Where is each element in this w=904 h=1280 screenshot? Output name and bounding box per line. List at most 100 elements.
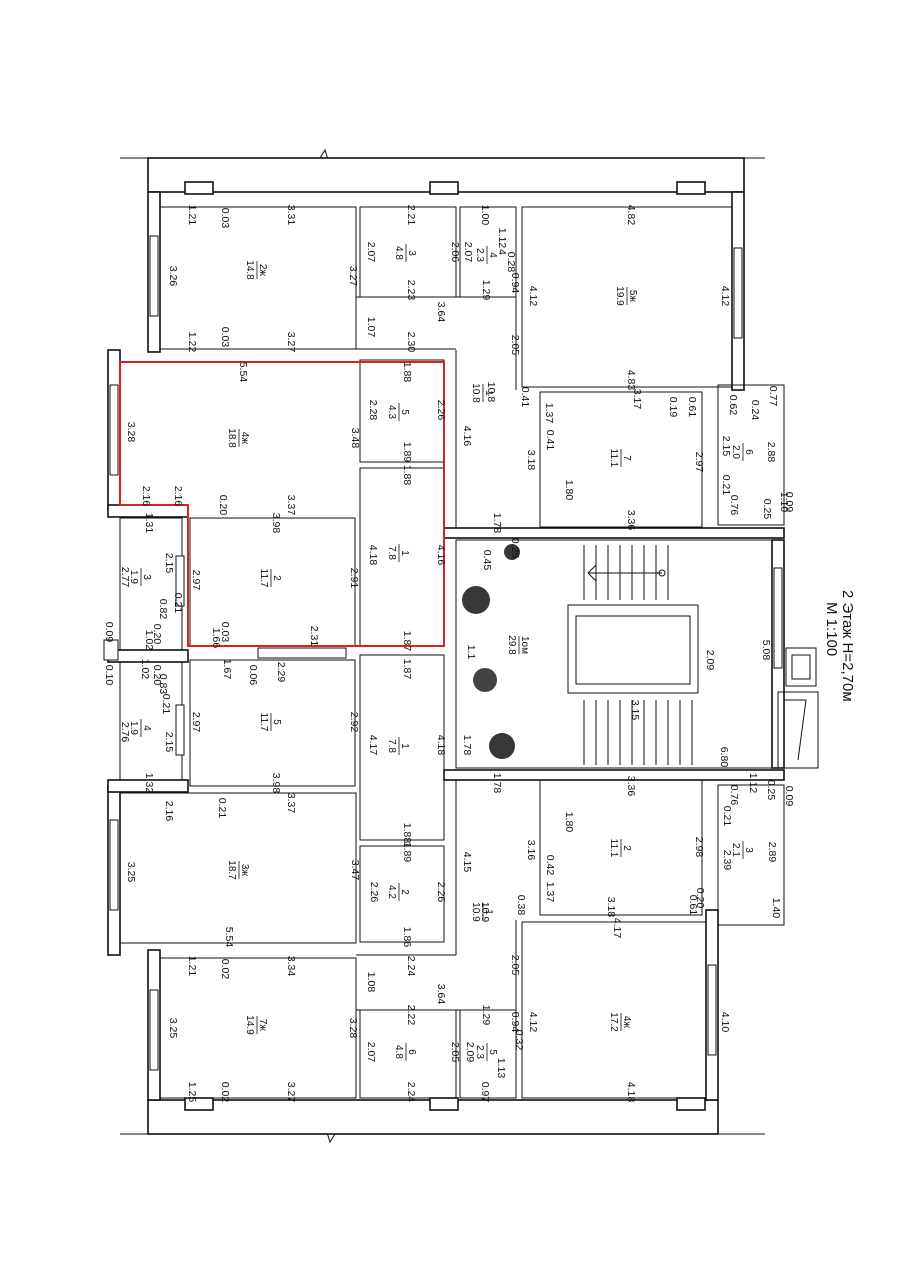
dimension-label: 0.09 — [783, 492, 795, 513]
room-name: 6 — [743, 449, 754, 455]
dimension-label: 4.12 — [719, 286, 731, 307]
dimension-label: 2.26 — [368, 882, 380, 903]
dimension-label: 1.10 — [778, 492, 790, 513]
dimension-label: 1.07 — [365, 317, 377, 338]
dimension-label: 0.28 — [505, 252, 517, 273]
dimension-label: 2.26 — [435, 882, 447, 903]
dimension-label: 2.29 — [275, 662, 287, 683]
dimension-label: 1.67 — [221, 659, 233, 680]
dimension-label: 0.77 — [767, 386, 779, 407]
dimension-label: 0.20 — [217, 495, 229, 516]
room-label: 54.3 — [386, 403, 410, 421]
room-label: 711.1 — [608, 449, 632, 468]
room-label: 64.8 — [393, 1043, 417, 1061]
dimension-label: 1.78 — [491, 773, 503, 794]
dimension-label: 0.24 — [749, 400, 761, 421]
room-label: 211.7 — [258, 569, 282, 588]
dimension-label: 0.09 — [783, 786, 795, 807]
room-label: 62.0 — [730, 443, 754, 461]
dimension-label: 0.32 — [513, 1030, 525, 1051]
dimension-label: 2.97 — [693, 452, 705, 473]
dimension-label: 1.12 — [496, 228, 508, 249]
room-area: 4.3 — [386, 405, 397, 419]
dimension-label: 0.03 — [219, 327, 231, 348]
dimension-label: 1.40 — [770, 898, 782, 919]
dimension-label: 0.19 — [667, 397, 679, 418]
dimension-label: 0.76 — [728, 495, 740, 516]
dimension-label: 2.05 — [509, 955, 521, 976]
dimension-label: 4.17 — [611, 918, 623, 939]
room-name: 1ом — [519, 636, 530, 654]
dimension-label: 1.08 — [365, 972, 377, 993]
dimension-label: 2.15 — [163, 553, 175, 574]
dimension-label: 0.21 — [172, 593, 184, 614]
dimension-label: 1.66 — [210, 628, 222, 649]
dimension-label: 1.88 — [401, 362, 413, 383]
dimension-label: 1.32 — [143, 773, 155, 794]
dimension-label: 4.16 — [461, 426, 473, 447]
dimension-label: 5.08 — [760, 640, 772, 661]
room-area: 17.2 — [608, 1012, 619, 1032]
dimension-label: 0.82 — [157, 599, 169, 620]
dimension-label: 2.06 — [449, 242, 461, 263]
room-name: 3 — [141, 574, 152, 580]
room-area: 2.3 — [474, 1045, 485, 1059]
room-label: 211.1 — [608, 839, 632, 858]
dimension-label: 2.92 — [348, 712, 360, 733]
room-area: 11.1 — [608, 449, 619, 468]
stair-steps-bottom — [583, 700, 693, 765]
room-name: 4ж — [239, 432, 250, 445]
dimension-label: 2.76 — [119, 722, 131, 743]
dimension-label: 2.88 — [765, 442, 777, 463]
dimension-label: 3.47 — [349, 860, 361, 881]
room-area: 4.8 — [393, 246, 404, 260]
dimension-label: 4.15 — [461, 852, 473, 873]
dimension-label: 1.12 — [747, 773, 759, 794]
dimension-label: 1.89 — [401, 442, 413, 463]
dimension-label: 2.98 — [693, 837, 705, 858]
room-area: 11.7 — [258, 713, 269, 732]
dimension-label: 1.25 — [186, 1082, 198, 1103]
room-name: 5ж — [627, 290, 638, 303]
dimension-label: 3.98 — [270, 773, 282, 794]
dimension-label: 3.27 — [285, 332, 297, 353]
room-name: 5 — [399, 409, 410, 415]
room-area: 4.8 — [393, 1045, 404, 1059]
dimension-label: 1.87 — [401, 659, 413, 680]
room-name: 1 — [483, 390, 494, 396]
dimension-label: 1.37 — [544, 882, 556, 903]
dimension-label: 0.94 — [509, 273, 521, 294]
dimension-label: 4.82 — [625, 205, 637, 226]
dimension-label: 1.37 — [543, 403, 555, 424]
dimension-label: 0.20 — [694, 888, 706, 909]
dimension-label: 1.21 — [186, 205, 198, 226]
dimension-label: 4.12 — [527, 286, 539, 307]
dimension-label: 4.17 — [367, 735, 379, 756]
dimension-label: 3.64 — [435, 302, 447, 323]
room-label: 17.8 — [386, 544, 410, 562]
dimension-label: 0.61 — [687, 895, 699, 916]
room-area: 10.8 — [470, 383, 481, 403]
dimension-label: 3.37 — [285, 495, 297, 516]
room-label: 511.7 — [258, 713, 282, 732]
dimension-label: 3.34 — [285, 956, 297, 977]
dimension-label: 1.31 — [143, 513, 155, 534]
dimension-label: 0.41 — [544, 430, 556, 451]
room-name: 2ж — [257, 264, 268, 277]
room-area: 1.9 — [128, 570, 139, 584]
dimension-label: 10.8 — [485, 382, 497, 403]
dimension-label: 5.54 — [223, 927, 235, 948]
dimension-label: 2.30 — [405, 332, 417, 353]
dimension-label: 0.10 — [103, 665, 115, 686]
dimension-label: 4.12 — [527, 1012, 539, 1033]
dimension-label: 3.36 — [625, 510, 637, 531]
dimension-label: 2.16 — [172, 486, 184, 507]
dimension-label: 2.39 — [721, 850, 733, 871]
dimension-label: 1.88 — [401, 465, 413, 486]
dimension-label: 1.29 — [480, 1005, 492, 1026]
room-area: 11.1 — [608, 839, 619, 858]
room-label: 52.3 — [474, 1043, 498, 1061]
